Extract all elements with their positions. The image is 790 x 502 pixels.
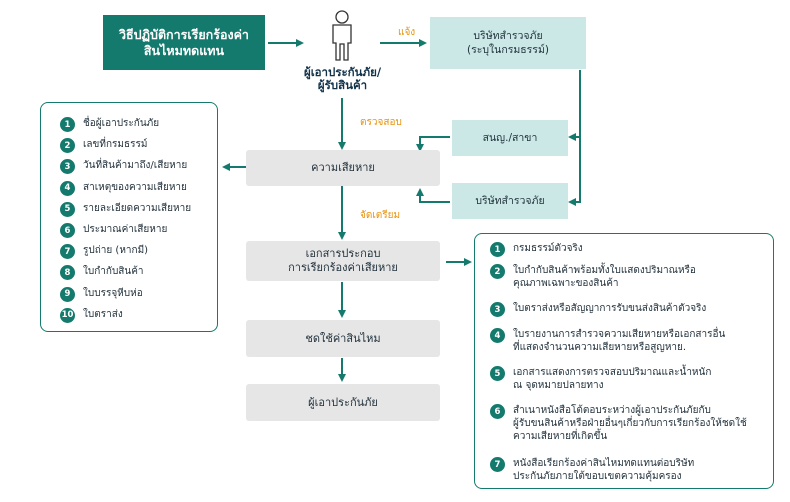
claim-doc-line: คุณภาพเฉพาะของสินค้า (513, 278, 619, 289)
loss-info-text: ใบกำกับสินค้า (83, 266, 144, 278)
claim-doc-text: ใบรายงานการสำรวจความเสียหายหรือเอกสารอื่… (513, 328, 725, 354)
item-number-badge: 3 (60, 159, 75, 175)
claim-doc-text: หนังสือเรียกร้องค่าสินไหมทดแทนต่อบริษัทป… (513, 457, 694, 483)
loss-info-text: ใบตราส่ง (83, 308, 123, 320)
claim-doc-text: สำเนาหนังสือโต้ตอบระหว่างผู้เอาประกันภัย… (513, 404, 747, 443)
branch-box: สนญ./สาขา (452, 120, 568, 156)
claim-doc-line: ใบรายงานการสำรวจความเสียหายหรือเอกสารอื่… (513, 329, 726, 340)
loss-box: ความเสียหาย (246, 150, 440, 186)
arrow-surveyor-to-surveyor (568, 137, 581, 206)
person-label: ผู้เอาประกันภัย/ ผู้รับสินค้า (303, 65, 382, 92)
item-number-badge: 5 (60, 201, 75, 217)
item-number-badge: 7 (60, 244, 75, 260)
item-number-badge: 8 (60, 265, 75, 281)
item-number-badge: 2 (60, 138, 75, 154)
claim-doc-line: ณ จุดหมายปลายทาง (513, 380, 604, 391)
label-inspect: ตรวจสอบ (360, 117, 402, 128)
claim-doc-item: 7 หนังสือเรียกร้องค่าสินไหมทดแทนต่อบริษัท… (490, 457, 694, 483)
claim-doc-text: กรมธรรม์ตัวจริง (513, 242, 583, 255)
surveyor-label: บริษัทสำรวจภัย (475, 195, 545, 207)
pay-box: ชดใช้ค่าสินไหม (246, 320, 440, 357)
loss-label: ความเสียหาย (311, 161, 375, 174)
claim-doc-line: ความเสียหายที่เกิดขึ้น (513, 431, 608, 442)
surveyor-top-line2: (ระบุในกรมธรรม์) (467, 44, 549, 56)
procedure-title: วิธีปฏิบัติการเรียกร้องค่าสินไหมทดแทน (103, 15, 265, 70)
loss-info-text: สาเหตุของความเสียหาย (83, 181, 187, 193)
loss-info-text: รูปถ่าย (หากมี) (83, 245, 149, 257)
claim-docs-panel: 1 กรมธรรม์ตัวจริง 2 ใบกำกับสินค้าพร้อมทั้งใ… (474, 233, 774, 489)
item-number-badge: 2 (490, 264, 505, 279)
docs-box: เอกสารประกอบ การเรียกร้องค่าเสียหาย (246, 241, 440, 281)
loss-info-list: 1 ชื่อผู้เอาประกันภัย 2 เลขที่กรมธรรม์ 3 วันท… (60, 117, 215, 323)
loss-info-text: ชื่อผู้เอาประกันภัย (83, 118, 160, 129)
item-number-badge: 9 (60, 286, 75, 302)
claim-doc-text: เอกสารแสดงการตรวจสอบปริมาณและน้ำหนักณ จุ… (513, 366, 711, 392)
arrow-surveyor-to-branch (568, 70, 581, 141)
claim-doc-item: 5 เอกสารแสดงการตรวจสอบปริมาณและน้ำหนักณ จ… (490, 366, 711, 392)
loss-info-text: ใบบรรจุหีบห่อ (83, 287, 143, 299)
item-number-badge: 6 (60, 223, 75, 238)
loss-info-text: วันที่สินค้ามาถึง/เสียหาย (83, 160, 188, 172)
loss-info-item: 1 ชื่อผู้เอาประกันภัย (60, 117, 159, 132)
claim-doc-text: ใบกำกับสินค้าพร้อมทั้งใบแสดงปริมาณหรือคุ… (513, 264, 696, 290)
loss-info-item: 2 เลขที่กรมธรรม์ (60, 138, 148, 154)
item-number-badge: 1 (490, 242, 505, 257)
arrow-branch-to-loss (416, 136, 450, 152)
loss-info-panel: 1 ชื่อผู้เอาประกันภัย 2 เลขที่กรมธรรม์ 3 วันท… (40, 102, 218, 332)
docs-line1: เอกสารประกอบ (305, 247, 381, 260)
claim-doc-item: 3 ใบตราส่งหรือสัญญาการรับขนส่งสินค้าตัวจร… (490, 302, 706, 317)
loss-info-text: เลขที่กรมธรรม์ (83, 139, 148, 151)
item-number-badge: 10 (60, 307, 75, 323)
pay-label: ชดใช้ค่าสินไหม (305, 331, 381, 345)
claim-doc-line: สำเนาหนังสือโต้ตอบระหว่างผู้เอาประกันภัย… (513, 405, 711, 416)
loss-info-item: 8 ใบกำกับสินค้า (60, 265, 144, 281)
item-number-badge: 1 (60, 117, 75, 132)
claim-doc-text: ใบตราส่งหรือสัญญาการรับขนส่งสินค้าตัวจริ… (513, 302, 706, 315)
claim-doc-line: ใบกำกับสินค้าพร้อมทั้งใบแสดงปริมาณหรือ (513, 265, 696, 276)
claim-doc-line: ผู้รับขนสินค้าหรือฝ่ายอื่นๆเกี่ยวกับการเ… (513, 418, 747, 429)
docs-line2: การเรียกร้องค่าเสียหาย (288, 261, 398, 274)
item-number-badge: 4 (60, 180, 75, 196)
loss-info-item: 4 สาเหตุของความเสียหาย (60, 180, 187, 196)
loss-info-item: 10 ใบตราส่ง (60, 307, 123, 323)
claim-doc-line: เอกสารแสดงการตรวจสอบปริมาณและน้ำหนัก (513, 367, 712, 378)
claim-doc-line: หนังสือเรียกร้องค่าสินไหมทดแทนต่อบริษัท (513, 458, 695, 469)
label-prepare: จัดเตรียม (360, 210, 401, 221)
loss-info-text: รายละเอียดความเสียหาย (83, 202, 192, 214)
loss-info-item: 9 ใบบรรจุหีบห่อ (60, 286, 143, 302)
person-icon (332, 10, 352, 61)
item-number-badge: 7 (490, 457, 505, 472)
item-number-badge: 3 (490, 302, 505, 317)
arrow-surveyor-to-loss (416, 188, 450, 203)
claim-doc-item: 4 ใบรายงานการสำรวจความเสียหายหรือเอกสารอื… (490, 328, 725, 354)
claim-doc-line: ใบตราส่งหรือสัญญาการรับขนส่งสินค้าตัวจริ… (513, 303, 707, 314)
loss-info-item: 7 รูปถ่าย (หากมี) (60, 244, 149, 260)
insured-box: ผู้เอาประกันภัย (246, 384, 440, 421)
item-number-badge: 5 (490, 366, 505, 381)
claim-doc-line: ประกันภัยภายใต้ขอบเขตความคุ้มครอง (513, 471, 682, 482)
claim-doc-item: 1 กรมธรรม์ตัวจริง (490, 242, 583, 257)
surveyor-box-top: บริษัทสำรวจภัย (ระบุในกรมธรรม์) (430, 17, 586, 69)
label-notify: แจ้ง (398, 27, 416, 38)
claim-doc-item: 6 สำเนาหนังสือโต้ตอบระหว่างผู้เอาประกันภั… (490, 404, 747, 443)
claim-doc-line: ที่แสดงจำนวนความเสียหายหรือสูญหาย. (513, 342, 687, 353)
insured-label: ผู้เอาประกันภัย (308, 395, 378, 409)
item-number-badge: 4 (490, 328, 505, 343)
claim-docs-list: 1 กรมธรรม์ตัวจริง 2 ใบกำกับสินค้าพร้อมทั้งใ… (490, 242, 770, 486)
branch-label: สนญ./สาขา (482, 132, 538, 144)
surveyor-box: บริษัทสำรวจภัย (452, 183, 568, 219)
item-number-badge: 6 (490, 404, 505, 419)
claim-doc-item: 2 ใบกำกับสินค้าพร้อมทั้งใบแสดงปริมาณหรือค… (490, 264, 696, 290)
loss-info-item: 6 ประมาณค่าเสียหาย (60, 223, 167, 238)
claim-doc-line: กรมธรรม์ตัวจริง (513, 243, 583, 254)
loss-info-text: ประมาณค่าเสียหาย (83, 224, 168, 235)
surveyor-top-line1: บริษัทสำรวจภัย (473, 30, 543, 42)
loss-info-item: 5 รายละเอียดความเสียหาย (60, 201, 192, 217)
loss-info-item: 3 วันที่สินค้ามาถึง/เสียหาย (60, 159, 188, 175)
